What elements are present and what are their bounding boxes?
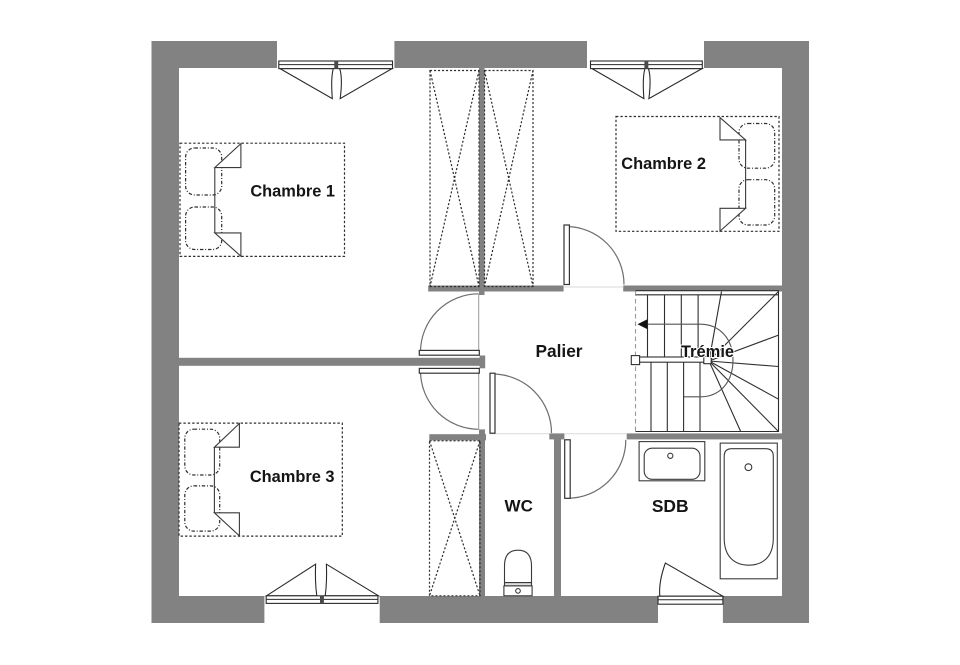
svg-text:SDB: SDB [652,496,689,516]
svg-text:Trémie: Trémie [681,343,734,361]
svg-text:Chambre 2: Chambre 2 [621,155,706,173]
svg-text:Chambre 3: Chambre 3 [250,468,335,486]
svg-text:Palier: Palier [535,341,582,361]
svg-text:WC: WC [505,496,533,515]
svg-text:Chambre 1: Chambre 1 [250,182,335,200]
